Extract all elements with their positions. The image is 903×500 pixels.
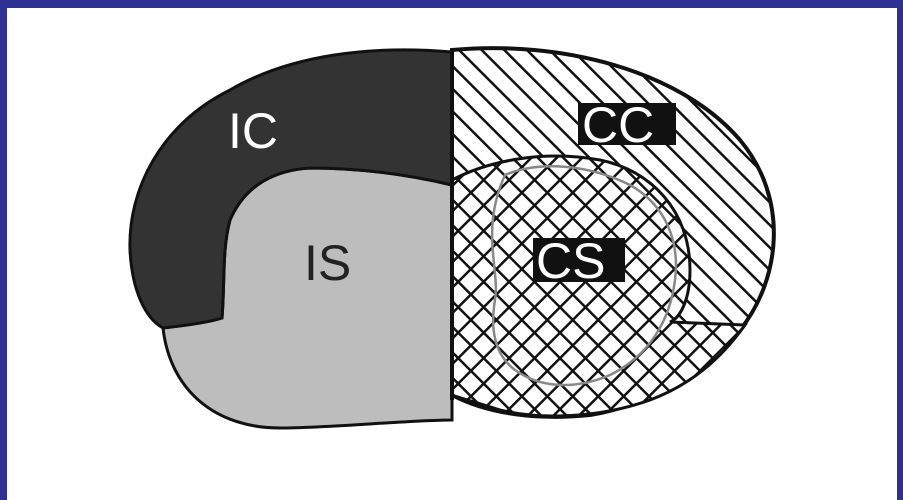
cs-label-box — [533, 238, 625, 282]
cc-label-box — [578, 103, 676, 145]
region-ic — [128, 48, 454, 330]
cs-inner-contour — [490, 165, 678, 387]
label-ic: IC — [228, 103, 278, 159]
label-cs: CS — [536, 233, 605, 289]
label-is: IS — [304, 235, 351, 291]
label-cc: CC — [582, 97, 654, 153]
region-cs — [450, 154, 748, 418]
